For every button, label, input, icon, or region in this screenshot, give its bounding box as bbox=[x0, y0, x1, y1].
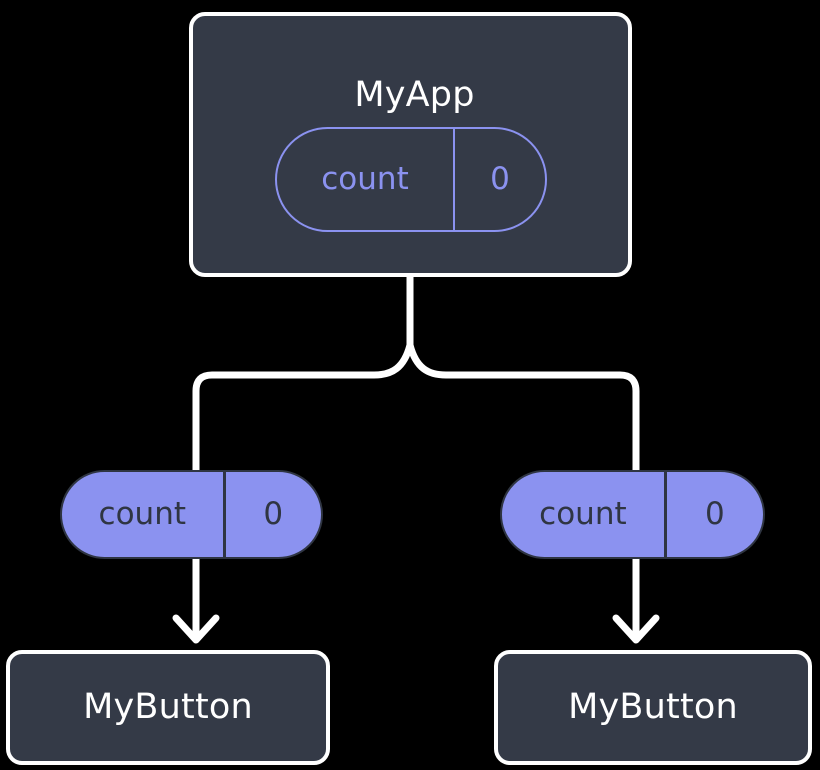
prop-pill-right[interactable]: count 0 bbox=[500, 470, 765, 559]
prop-pill-left-key: count bbox=[62, 472, 226, 557]
state-pill-root[interactable]: count 0 bbox=[275, 127, 547, 232]
prop-pill-right-key: count bbox=[502, 472, 667, 557]
component-title-myapp: MyApp bbox=[354, 75, 475, 115]
state-pill-root-key: count bbox=[277, 129, 455, 230]
state-pill-root-value: 0 bbox=[490, 161, 510, 197]
prop-pill-right-value: 0 bbox=[705, 496, 725, 532]
prop-pill-left[interactable]: count 0 bbox=[60, 470, 323, 559]
component-title-mybutton-left: MyButton bbox=[83, 687, 253, 727]
branch-line-left bbox=[192, 341, 414, 474]
arrow-head-left bbox=[172, 614, 220, 644]
arrow-head-right bbox=[612, 614, 660, 644]
component-title-mybutton-right: MyButton bbox=[568, 687, 738, 727]
branch-line-right bbox=[406, 341, 640, 474]
prop-pill-left-value: 0 bbox=[263, 496, 284, 532]
component-node-mybutton-left[interactable]: MyButton bbox=[6, 650, 330, 765]
component-node-mybutton-right[interactable]: MyButton bbox=[494, 650, 812, 765]
